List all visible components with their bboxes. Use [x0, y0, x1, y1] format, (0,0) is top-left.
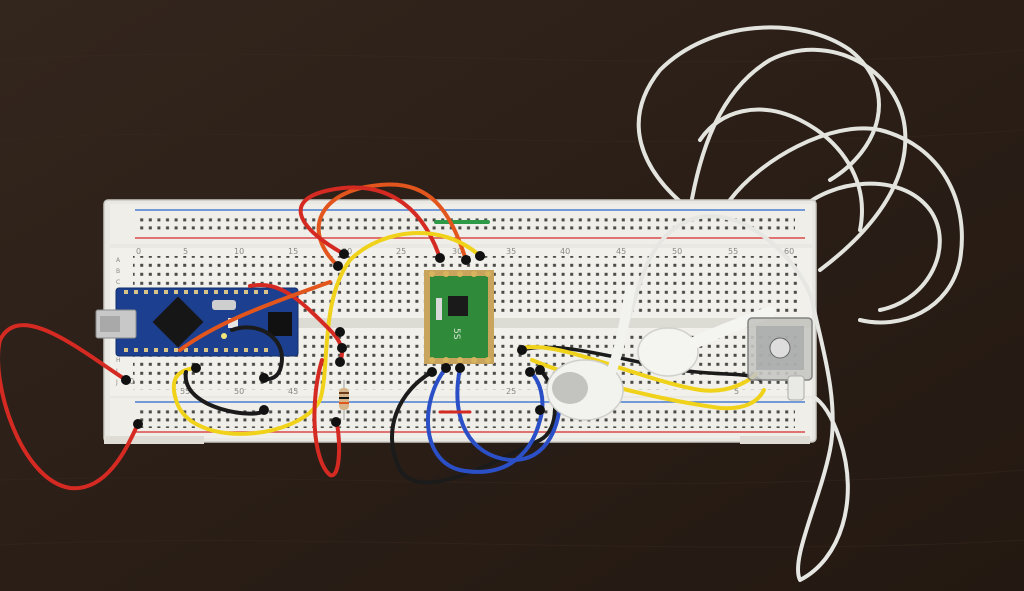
- pin-row-bottom: [124, 348, 268, 352]
- wire-orange-short: [178, 280, 332, 352]
- reset-button: [228, 318, 238, 328]
- module-pins: [429, 271, 491, 363]
- wood-grain: [0, 49, 1024, 548]
- wire-blue-2: [455, 366, 562, 463]
- fm-radio-module: 5S: [424, 270, 494, 364]
- wire-black-module: [390, 368, 557, 485]
- white-earphones: [546, 214, 850, 582]
- row-letter: J: [115, 379, 118, 386]
- column-number: 50: [234, 387, 244, 396]
- column-number: 25: [396, 247, 406, 256]
- column-number: 55: [180, 387, 190, 396]
- wire-blue-1: [426, 366, 545, 474]
- column-number: 60: [784, 247, 794, 256]
- chip-component: [436, 298, 442, 320]
- wire-red-left: [0, 323, 140, 491]
- column-number: 45: [616, 247, 626, 256]
- pin-row-top: [124, 290, 268, 294]
- column-number: 45: [288, 387, 298, 396]
- column-number: 40: [560, 247, 570, 256]
- column-number: 35: [506, 247, 516, 256]
- column-number: 30: [452, 247, 462, 256]
- row-letter: I: [116, 368, 118, 375]
- row-letter: H: [116, 357, 121, 364]
- column-number: 5: [734, 387, 739, 396]
- earbud-right: [637, 327, 699, 377]
- column-number: 10: [234, 247, 244, 256]
- earphone-cable-front: [618, 214, 835, 582]
- arduino-nano: [95, 287, 299, 357]
- column-number: 50: [672, 247, 682, 256]
- audio-jack: [747, 317, 813, 401]
- radio-chip: [448, 296, 468, 316]
- wire-yellow-long: [171, 230, 482, 436]
- column-number: 15: [288, 247, 298, 256]
- column-number: 0: [136, 247, 141, 256]
- row-letter: A: [116, 257, 121, 264]
- icsp-header: [268, 312, 292, 336]
- wire-yellow-jack-1: [520, 344, 758, 393]
- row-letter: C: [116, 279, 120, 286]
- jumper-wires: [0, 182, 766, 491]
- wire-orange: [316, 182, 468, 268]
- column-number: 55: [728, 247, 738, 256]
- row-letter: B: [116, 268, 120, 275]
- status-led: [221, 333, 227, 339]
- wire-red-loop: [298, 185, 442, 260]
- chip-marking: 5S: [451, 328, 461, 340]
- crystal: [212, 300, 236, 310]
- column-number: 5: [183, 247, 188, 256]
- resistor: [339, 380, 349, 420]
- wire-red-low: [312, 358, 342, 478]
- column-number: 25: [506, 387, 516, 396]
